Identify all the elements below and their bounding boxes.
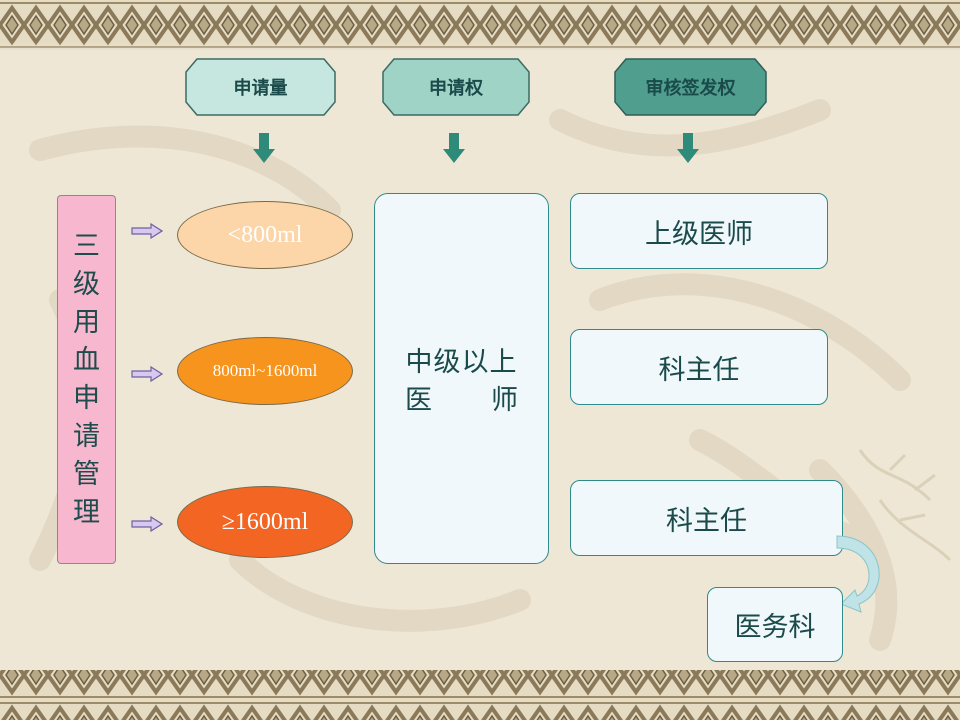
right-arrow-icon: [131, 366, 163, 382]
volume-over-1600ml: ≥1600ml: [177, 486, 353, 558]
label-char: 申: [73, 382, 100, 414]
header-application-right: 申请权: [382, 58, 530, 116]
approver-label: 科主任: [666, 505, 747, 537]
approver-senior-physician: 上级医师: [570, 193, 828, 269]
label-char: 血: [73, 344, 100, 376]
center-line-2-right: 师: [491, 385, 518, 416]
label-char: 级: [73, 268, 100, 300]
right-arrow-icon: [131, 223, 163, 239]
approver-label: 上级医师: [645, 218, 753, 250]
center-line-2: 医 师: [405, 378, 518, 417]
intermediate-physician-box: 中级以上 医 师: [374, 193, 549, 564]
header-approval-right: 审核签发权: [614, 58, 767, 116]
header-label: 申请量: [233, 78, 288, 99]
three-level-blood-request-label: 三 级 用 血 申 请 管 理: [57, 195, 116, 564]
volume-label: ≥1600ml: [221, 508, 309, 535]
volume-under-800ml: <800ml: [177, 201, 353, 269]
right-arrow-icon: [131, 516, 163, 532]
center-line-2-left: 医: [405, 385, 432, 416]
volume-label: 800ml~1600ml: [212, 361, 318, 380]
volume-label: <800ml: [227, 221, 303, 248]
final-approver-label: 医务科: [734, 612, 816, 643]
approver-department-head-2: 科主任: [570, 480, 843, 556]
header-application-volume: 申请量: [185, 58, 336, 116]
label-char: 管: [73, 458, 100, 490]
down-arrow-icon: [253, 133, 275, 163]
center-line-1: 中级以上: [405, 347, 518, 378]
label-char: 三: [73, 230, 100, 262]
label-char: 理: [73, 496, 100, 528]
approver-department-head: 科主任: [570, 329, 828, 405]
down-arrow-icon: [443, 133, 465, 163]
header-label: 申请权: [429, 78, 483, 99]
volume-800-to-1600ml: 800ml~1600ml: [177, 337, 353, 405]
label-char: 用: [73, 306, 100, 338]
header-label: 审核签发权: [645, 78, 736, 99]
approver-label: 科主任: [658, 354, 740, 386]
down-arrow-icon: [677, 133, 699, 163]
label-char: 请: [73, 420, 100, 452]
medical-affairs-office: 医务科: [707, 587, 843, 662]
